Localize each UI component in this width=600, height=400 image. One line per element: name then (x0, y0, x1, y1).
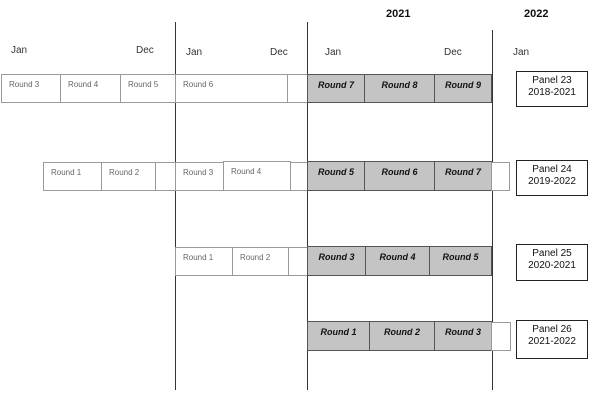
round-box-current-year: Round 2 (369, 321, 435, 351)
panel-name: Panel 23 (532, 75, 572, 86)
round-box-past: Round 4 (60, 74, 121, 103)
month-label-dec: Dec (444, 47, 462, 58)
panel-years: 2021-2022 (528, 336, 576, 347)
year-divider-line (307, 22, 308, 390)
round-box-current-year: Round 3 (307, 246, 366, 276)
month-label-dec: Dec (270, 47, 288, 58)
month-label-jan: Jan (186, 47, 203, 58)
panel-years: 2020-2021 (528, 260, 576, 271)
panel-name: Panel 24 (532, 164, 572, 175)
round-box-current-year: Round 6 (364, 161, 435, 191)
round-box-stub (290, 162, 308, 191)
round-box-past: Round 3 (1, 74, 61, 103)
round-box-current-year: Round 7 (307, 74, 365, 103)
round-box-current-year: Round 5 (429, 246, 492, 276)
year-header-2022: 2022 (524, 8, 549, 20)
round-box-past: Round 2 (101, 162, 156, 191)
year-header-2021: 2021 (386, 8, 411, 20)
round-box-past: Round 4 (223, 161, 291, 191)
year-divider-line (492, 30, 493, 390)
round-box-stub (491, 322, 511, 351)
month-label-jan: Jan (11, 45, 28, 56)
panel-name: Panel 26 (532, 324, 572, 335)
month-label-jan: Jan (325, 47, 342, 58)
panel-label-box: Panel 25 2020-2021 (516, 244, 588, 281)
round-box-current-year: Round 9 (434, 74, 492, 103)
round-box-current-year: Round 4 (365, 246, 430, 276)
round-box-current-year: Round 3 (434, 321, 492, 351)
round-box-stub (287, 74, 308, 103)
round-box-current-year: Round 8 (364, 74, 435, 103)
panel-years: 2019-2022 (528, 176, 576, 187)
round-box-past: Round 2 (232, 247, 289, 276)
round-box-stub (155, 162, 176, 191)
year-divider-line (175, 22, 176, 390)
round-box-current-year: Round 7 (434, 161, 492, 191)
round-box-current-year: Round 5 (307, 161, 365, 191)
round-box-past: Round 6 (175, 74, 288, 103)
month-label-jan: Jan (513, 47, 530, 58)
panel-label-box: Panel 23 2018-2021 (516, 71, 588, 107)
round-box-past: Round 1 (43, 162, 102, 191)
panel-years: 2018-2021 (528, 87, 576, 98)
round-box-stub (491, 162, 510, 191)
panel-label-box: Panel 24 2019-2022 (516, 160, 588, 196)
round-box-stub (288, 247, 308, 276)
panel-name: Panel 25 (532, 248, 572, 259)
round-box-past: Round 5 (120, 74, 176, 103)
round-box-past: Round 1 (175, 247, 233, 276)
month-label-dec: Dec (136, 45, 154, 56)
round-box-current-year: Round 1 (307, 321, 370, 351)
panel-label-box: Panel 26 2021-2022 (516, 320, 588, 359)
round-box-past: Round 3 (175, 162, 224, 191)
